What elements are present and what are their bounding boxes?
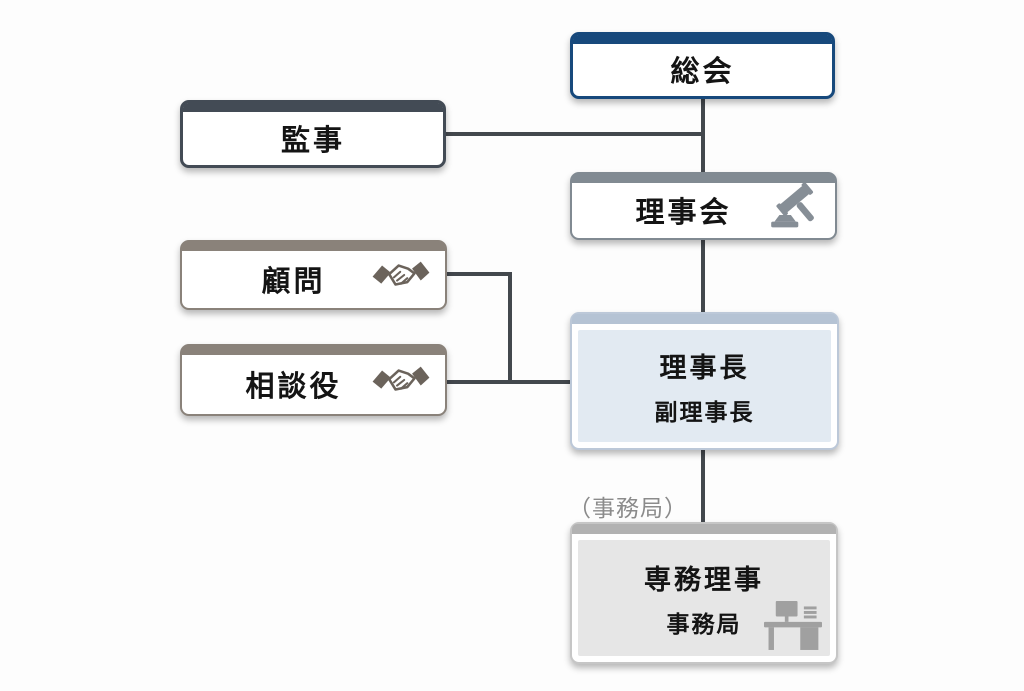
handshake-icon <box>371 361 431 399</box>
node-label: 総会 <box>670 56 735 88</box>
node-title: 理事長 <box>659 352 750 383</box>
node-komon: 顧問 <box>180 240 447 310</box>
node-panel <box>578 540 830 656</box>
node-topbar <box>573 35 832 44</box>
node-soukai: 総会 <box>570 32 835 99</box>
connector-soukai-rijikai <box>701 99 705 173</box>
connector-rijikai-rijicho <box>701 239 705 313</box>
node-topbar <box>572 174 835 183</box>
desk-icon <box>764 601 822 650</box>
node-label: 相談役 <box>245 370 342 403</box>
node-subtitle: 副理事長 <box>654 398 755 425</box>
node-subtitle: 事務局 <box>666 610 742 637</box>
connector-komon-branch <box>445 272 512 276</box>
node-soudanyaku: 相談役 <box>180 344 447 416</box>
node-label: 理事会 <box>635 196 732 229</box>
handshake-icon <box>371 256 431 294</box>
node-panel <box>578 330 831 442</box>
node-rijikai: 理事会 <box>570 172 837 240</box>
node-topbar <box>572 524 836 534</box>
node-topbar <box>182 242 445 251</box>
jimukyoku-annotation: （事務局） <box>568 495 688 521</box>
gavel-icon <box>769 183 821 229</box>
node-rijicho: 理事長 副理事長 <box>570 312 839 450</box>
node-title: 専務理事 <box>644 564 764 595</box>
connector-kanji-branch <box>444 132 703 136</box>
node-senmu: 専務理事 事務局 <box>570 522 838 664</box>
connector-soudanyaku-rijicho <box>445 380 571 384</box>
node-topbar <box>183 103 443 112</box>
node-topbar <box>572 314 837 324</box>
node-label: 顧問 <box>261 265 326 298</box>
node-topbar <box>182 346 445 355</box>
connector-advisors-vertical <box>508 272 512 384</box>
node-kanji: 監事 <box>180 100 446 168</box>
node-label: 監事 <box>280 124 345 157</box>
connector-rijicho-senmu <box>701 449 705 523</box>
